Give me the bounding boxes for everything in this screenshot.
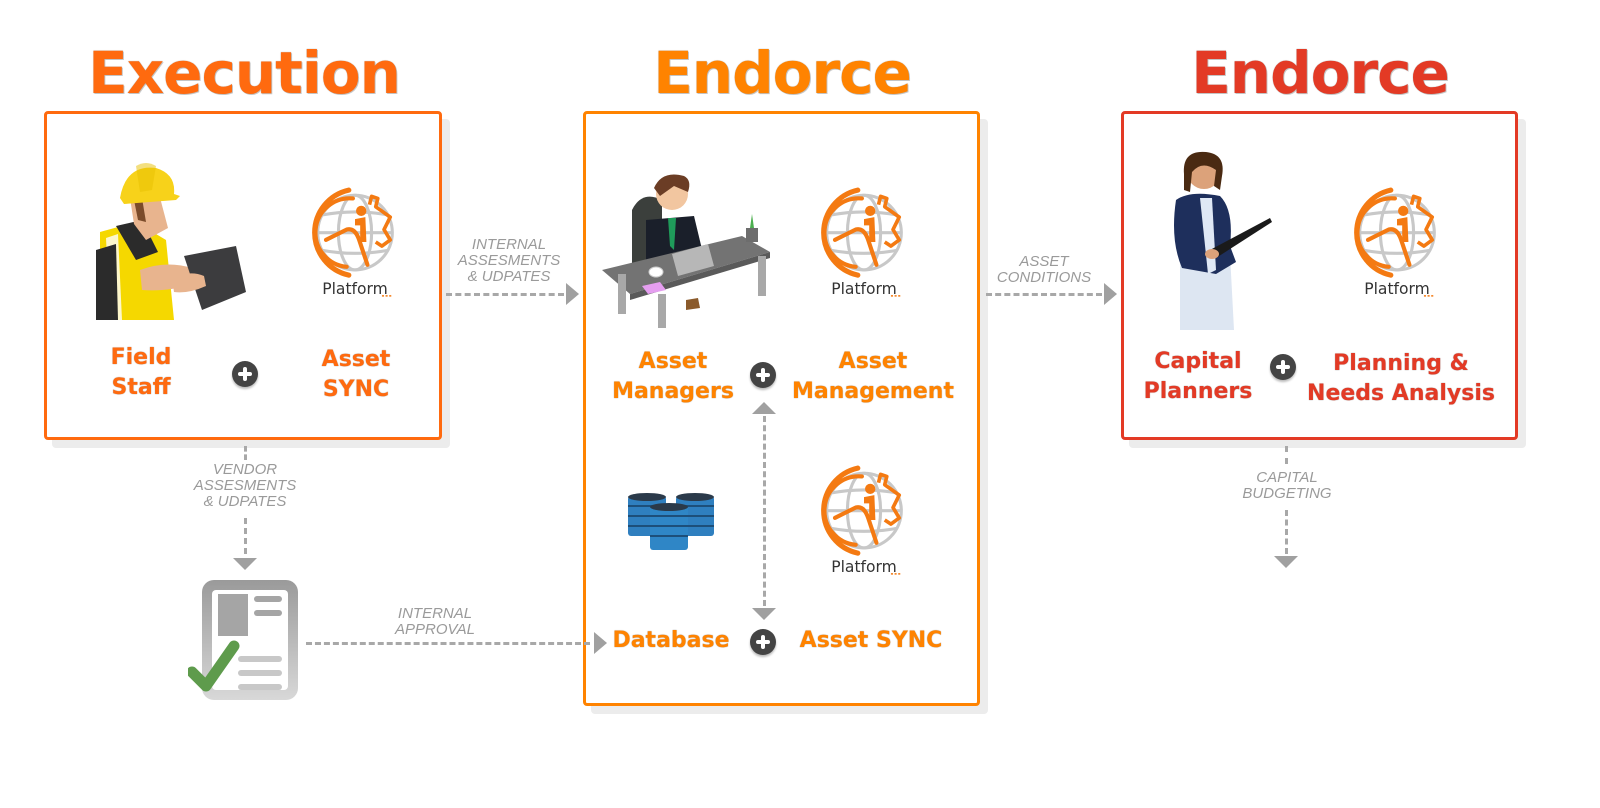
flow-label-line: APPROVAL <box>394 621 476 638</box>
tool-label-asset-sync: Asset SYNC <box>296 345 416 405</box>
construction-worker-icon <box>96 163 246 320</box>
platform-logo-icon <box>812 464 916 578</box>
flow-label-line: CAPITAL <box>1256 469 1318 486</box>
flow-label-line: ASSET <box>1019 253 1069 270</box>
office-worker-desk-icon <box>602 174 770 328</box>
flow-label-line: CONDITIONS <box>996 269 1092 286</box>
arrow-right-icon <box>566 283 579 305</box>
plus-icon <box>232 361 258 387</box>
role-label-asset-managers: Asset Managers <box>600 347 746 407</box>
flow-label-asset-conditions: ASSET CONDITIONS <box>984 254 1104 286</box>
flow-label-internal-assessments: INTERNAL ASSESMENTS & UDPATES <box>446 237 572 285</box>
flow-line-sync <box>763 416 766 606</box>
flow-label-line: BUDGETING <box>1242 485 1332 502</box>
flow-label-line: & UDPATES <box>467 268 551 285</box>
flow-line-asset-conditions <box>986 293 1102 296</box>
flow-line-internal-assessments <box>446 293 564 296</box>
platform-logo-icon <box>1345 186 1449 300</box>
platform-logo-icon <box>812 186 916 300</box>
tool-label-line1: Asset <box>321 347 391 372</box>
tool-label-line2: Management <box>792 379 954 404</box>
role-label-line2: Staff <box>111 375 171 400</box>
flow-label-line: ASSESMENTS <box>193 477 297 494</box>
flow-line-vendor-top <box>244 446 247 460</box>
flow-label-vendor-assessments: VENDOR ASSESMENTS & UDPATES <box>180 462 310 510</box>
role-label-database: Database <box>612 628 730 653</box>
arrow-down-icon <box>1274 556 1298 568</box>
flow-label-line: INTERNAL <box>397 605 473 622</box>
tool-label-line2: SYNC <box>322 377 390 402</box>
role-label-line2: Managers <box>612 379 734 404</box>
arrow-down-icon <box>233 558 257 570</box>
role-label-capital-planners: Capital Planners <box>1130 347 1266 407</box>
flow-label-line: VENDOR <box>212 461 278 478</box>
plus-icon <box>750 362 776 388</box>
tool-label-planning-needs: Planning & Needs Analysis <box>1296 349 1506 409</box>
role-label-line1: Asset <box>638 349 708 374</box>
flow-label-internal-approval: INTERNAL APPROVAL <box>380 606 490 638</box>
stage-title-endorce-capital: Endorce <box>1191 39 1450 107</box>
flow-line-capital-budgeting-top <box>1285 446 1288 464</box>
plus-icon <box>1270 354 1296 380</box>
flow-label-line: ASSESMENTS <box>457 252 561 269</box>
flow-line-vendor-bottom <box>244 518 247 554</box>
database-icon <box>628 493 714 550</box>
tool-label-asset-sync-2: Asset SYNC <box>799 628 943 653</box>
tool-label-line1: Planning & <box>1333 351 1469 376</box>
tool-label-line1: Asset <box>838 349 908 374</box>
role-label-field-staff: Field Staff <box>86 343 196 403</box>
flow-label-line: & UDPATES <box>203 493 287 510</box>
stage-title-execution: Execution <box>88 39 401 107</box>
tool-label-asset-management: Asset Management <box>782 347 964 407</box>
arrow-down-icon <box>752 608 776 620</box>
flow-label-line: INTERNAL <box>471 236 547 253</box>
arrow-right-icon <box>594 632 607 654</box>
role-label-line1: Field <box>110 345 172 370</box>
flow-line-capital-budgeting-bottom <box>1285 510 1288 554</box>
tool-label-line2: Needs Analysis <box>1307 381 1495 406</box>
businesswoman-icon <box>1174 151 1272 330</box>
plus-icon <box>750 629 776 655</box>
role-label-line1: Capital <box>1154 349 1242 374</box>
stage-title-endorce-asset: Endorce <box>653 39 912 107</box>
approved-document-icon <box>188 580 298 700</box>
role-label-line2: Planners <box>1143 379 1253 404</box>
flow-line-internal-approval <box>306 642 590 645</box>
platform-logo-icon <box>303 186 407 300</box>
arrow-right-icon <box>1104 283 1117 305</box>
flow-label-capital-budgeting: CAPITAL BUDGETING <box>1226 470 1348 502</box>
arrow-up-icon <box>752 402 776 414</box>
